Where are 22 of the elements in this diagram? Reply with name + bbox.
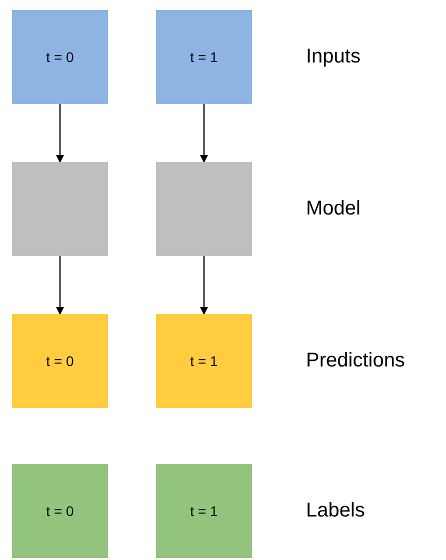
model-box	[156, 162, 252, 256]
time-step-text: t = 1	[190, 49, 218, 65]
time-step-text: t = 1	[190, 503, 218, 519]
prediction-box	[156, 314, 252, 408]
label-box	[156, 464, 252, 558]
arrow	[56, 256, 64, 315]
arrow	[56, 104, 64, 163]
arrow	[200, 256, 208, 315]
row-label: Inputs	[306, 46, 360, 68]
time-step-text: t = 0	[46, 503, 74, 519]
prediction-box	[12, 314, 108, 408]
model-box	[12, 162, 108, 256]
time-step-text: t = 0	[46, 353, 74, 369]
row-label: Labels	[306, 500, 365, 522]
label-box	[12, 464, 108, 558]
row-label: Predictions	[306, 350, 405, 372]
time-step-text: t = 1	[190, 353, 218, 369]
row-label: Model	[306, 198, 360, 220]
arrow	[200, 104, 208, 163]
time-step-text: t = 0	[46, 49, 74, 65]
input-box	[12, 10, 108, 104]
input-box	[156, 10, 252, 104]
